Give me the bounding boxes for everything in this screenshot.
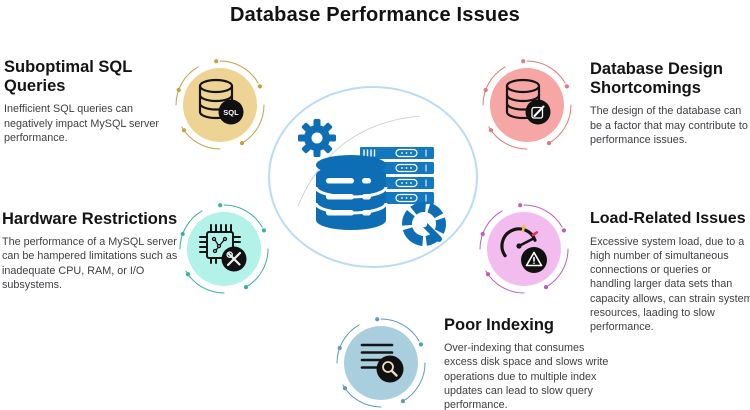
section-poor-indexing: Poor Indexing Over-indexing that consume… xyxy=(444,316,620,410)
node-circle xyxy=(183,68,257,142)
section-title: Poor Indexing xyxy=(444,316,555,334)
page-title: Database Performance Issues xyxy=(230,4,520,26)
section-description: Over-indexing that consumes excess disk … xyxy=(444,342,609,410)
gauge-warning-icon xyxy=(500,224,539,258)
node-poor-indexing xyxy=(336,317,426,408)
node-circle xyxy=(187,212,261,286)
section-suboptimal-sql-queries: Suboptimal SQL Queries Inefficient SQL q… xyxy=(4,58,176,145)
crossed-tools-icon xyxy=(226,251,242,267)
section-database-design-shortcomings: Database Design Shortcomings The design … xyxy=(590,60,750,147)
sql-badge-label: SQL xyxy=(223,108,239,117)
decorative-arc xyxy=(297,115,421,207)
section-title: Database Design Shortcomings xyxy=(590,60,723,98)
section-title: Load-Related Issues xyxy=(590,210,746,227)
gauge-tick-yellow xyxy=(521,224,526,232)
gauge-tick-red xyxy=(531,231,539,237)
node-decoration xyxy=(336,317,426,408)
gear-icon xyxy=(298,119,336,157)
section-title: Hardware Restrictions xyxy=(2,210,178,228)
magnifier-icon xyxy=(382,361,398,377)
database-stack xyxy=(314,155,388,230)
section-description: Inefficient SQL queries can negatively i… xyxy=(4,103,160,144)
section-description: Excessive system load, due to a high num… xyxy=(590,235,750,334)
section-title: Suboptimal SQL Queries xyxy=(4,58,133,96)
warning-triangle-icon xyxy=(525,251,543,267)
section-load-related-issues: Load-Related Issues Excessive system loa… xyxy=(590,210,750,334)
node-circle xyxy=(490,68,564,142)
section-hardware-restrictions: Hardware Restrictions The performance of… xyxy=(2,210,187,292)
chip-tools-icon xyxy=(199,224,241,264)
sql-badge xyxy=(218,99,244,125)
node-database-design-shortcomings xyxy=(482,59,572,150)
center-illustration xyxy=(268,86,478,268)
node-suboptimal-sql-queries: SQL xyxy=(175,59,265,150)
search-badge xyxy=(376,355,404,383)
node-decoration xyxy=(175,59,265,150)
section-description: The design of the database can be a fact… xyxy=(590,105,748,146)
speedometer-icon xyxy=(402,202,446,246)
node-decoration xyxy=(482,59,572,150)
node-decoration xyxy=(179,203,269,294)
node-load-related-issues xyxy=(479,203,569,294)
node-hardware-restrictions xyxy=(179,203,269,294)
node-decoration xyxy=(479,203,569,294)
pencil-icon xyxy=(531,105,545,119)
section-description: The performance of a MySQL server can be… xyxy=(2,236,178,291)
node-circle xyxy=(487,212,561,286)
